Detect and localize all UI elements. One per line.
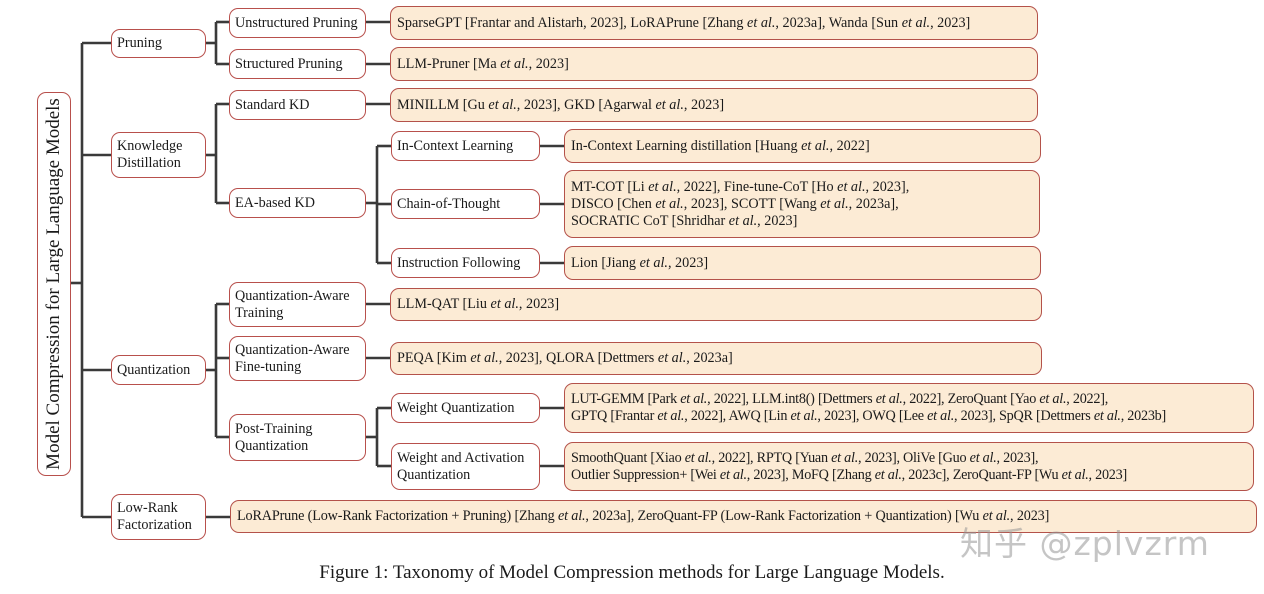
node-label-line1: Post-Training — [235, 420, 313, 437]
node-label-line2: Quantization — [397, 466, 471, 483]
leaf-text-line2: Outlier Suppression+ [Wei et al., 2023],… — [571, 466, 1127, 483]
leaf-unstructured-pruning-works: SparseGPT [Frantar and Alistarh, 2023], … — [390, 6, 1038, 40]
leaf-text: LoRAPrune (Low-Rank Factorization + Prun… — [237, 508, 1050, 524]
watermark: 知乎 @zplvzrm — [960, 524, 1210, 563]
node-label-line2: Quantization — [235, 437, 309, 454]
node-label: Unstructured Pruning — [235, 14, 358, 31]
leaf-text-line2: GPTQ [Frantar et al., 2022], AWQ [Lin et… — [571, 408, 1166, 424]
leaf-standard-kd-works: MINILLM [Gu et al., 2023], GKD [Agarwal … — [390, 88, 1038, 122]
node-label-line2: Fine-tuning — [235, 358, 302, 375]
node-label: Standard KD — [235, 96, 310, 113]
node-standard-kd: Standard KD — [229, 90, 366, 120]
node-label-line1: Quantization-Aware — [235, 287, 350, 304]
leaf-structured-pruning-works: LLM-Pruner [Ma et al., 2023] — [390, 47, 1038, 81]
node-weight-quantization: Weight Quantization — [391, 393, 540, 423]
node-chain-of-thought: Chain-of-Thought — [391, 189, 540, 219]
node-label: EA-based KD — [235, 194, 315, 211]
node-in-context-learning: In-Context Learning — [391, 131, 540, 161]
node-label-line2: Distillation — [117, 155, 181, 171]
node-quantization: Quantization — [111, 355, 206, 385]
node-ea-based-kd: EA-based KD — [229, 188, 366, 218]
leaf-weight-activation-works: SmoothQuant [Xiao et al., 2022], RPTQ [Y… — [564, 442, 1254, 491]
node-weight-and-activation-quantization: Weight and Activation Quantization — [391, 443, 540, 490]
node-structured-pruning: Structured Pruning — [229, 49, 366, 79]
leaf-text: PEQA [Kim et al., 2023], QLORA [Dettmers… — [397, 350, 733, 366]
node-label-line1: Quantization-Aware — [235, 341, 350, 358]
node-unstructured-pruning: Unstructured Pruning — [229, 8, 366, 38]
leaf-text: SparseGPT [Frantar and Alistarh, 2023], … — [397, 14, 971, 31]
leaf-text-line1: LUT-GEMM [Park et al., 2022], LLM.int8()… — [571, 391, 1108, 407]
node-instruction-following: Instruction Following — [391, 248, 540, 278]
node-knowledge-distillation: Knowledge Distillation — [111, 132, 206, 178]
leaf-text: Lion [Jiang et al., 2023] — [571, 254, 709, 271]
node-quantization-aware-fine-tuning: Quantization-Aware Fine-tuning — [229, 336, 366, 381]
node-label-line2: Training — [235, 304, 284, 321]
node-label: Weight Quantization — [397, 399, 515, 416]
node-label: Instruction Following — [397, 254, 521, 271]
node-label: Chain-of-Thought — [397, 195, 501, 212]
node-label-line1: Knowledge — [117, 138, 183, 154]
root-node: Model Compression for Large Language Mod… — [37, 92, 71, 476]
leaf-text: MINILLM [Gu et al., 2023], GKD [Agarwal … — [397, 96, 725, 113]
node-low-rank-factorization: Low-Rank Factorization — [111, 494, 206, 540]
leaf-text-line2: DISCO [Chen et al., 2023], SCOTT [Wang e… — [571, 195, 899, 212]
node-quantization-aware-training: Quantization-Aware Training — [229, 282, 366, 327]
leaf-text: In-Context Learning distillation [Huang … — [571, 137, 870, 154]
leaf-text: LLM-Pruner [Ma et al., 2023] — [397, 55, 569, 72]
node-pruning: Pruning — [111, 29, 206, 58]
leaf-text-line3: SOCRATIC CoT [Shridhar et al., 2023] — [571, 212, 798, 229]
node-label-line1: Weight and Activation — [397, 449, 525, 466]
leaf-qat-works: LLM-QAT [Liu et al., 2023] — [390, 288, 1042, 321]
leaf-text-line1: MT-COT [Li et al., 2022], Fine-tune-CoT … — [571, 178, 910, 195]
node-label: Pruning — [117, 35, 162, 51]
leaf-weight-quantization-works: LUT-GEMM [Park et al., 2022], LLM.int8()… — [564, 383, 1254, 433]
node-label: In-Context Learning — [397, 137, 514, 154]
node-label: Structured Pruning — [235, 55, 343, 72]
node-label-line1: Low-Rank — [117, 500, 178, 516]
figure-caption: Figure 1: Taxonomy of Model Compression … — [319, 562, 945, 583]
leaf-cot-works: MT-COT [Li et al., 2022], Fine-tune-CoT … — [564, 170, 1040, 238]
node-label-line2: Factorization — [117, 517, 192, 533]
node-post-training-quantization: Post-Training Quantization — [229, 414, 366, 461]
leaf-qaf-works: PEQA [Kim et al., 2023], QLORA [Dettmers… — [390, 342, 1042, 375]
leaf-text: LLM-QAT [Liu et al., 2023] — [397, 296, 560, 312]
leaf-instruction-following-works: Lion [Jiang et al., 2023] — [564, 246, 1041, 280]
root-label: Model Compression for Large Language Mod… — [43, 98, 64, 470]
node-label: Quantization — [117, 361, 191, 378]
leaf-low-rank-factorization-works: LoRAPrune (Low-Rank Factorization + Prun… — [230, 500, 1257, 533]
leaf-icl-works: In-Context Learning distillation [Huang … — [564, 129, 1041, 163]
leaf-text-line1: SmoothQuant [Xiao et al., 2022], RPTQ [Y… — [571, 449, 1039, 466]
